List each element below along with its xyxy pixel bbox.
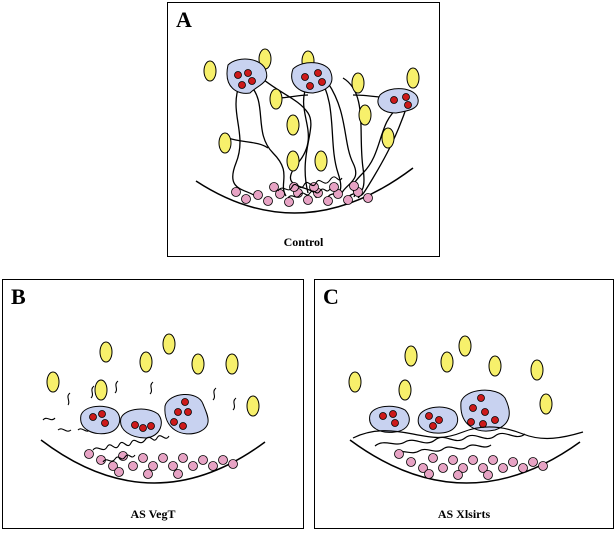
panel-b: B AS VegT — [2, 279, 304, 529]
red-dots — [89, 398, 192, 432]
pink-granules — [84, 449, 238, 479]
yellow-granules — [348, 335, 553, 415]
panel-a-illustration — [195, 48, 420, 214]
panel-a-letter: A — [176, 7, 192, 32]
panel-a: A Control — [167, 2, 440, 257]
panel-c-caption: AS Xlsirts — [437, 507, 491, 521]
cortex-arc — [195, 167, 414, 214]
panel-b-caption: AS VegT — [130, 507, 176, 521]
yellow-granules — [203, 48, 420, 172]
cortex-arc — [349, 439, 581, 484]
pink-granules — [231, 181, 373, 207]
red-dots — [234, 69, 412, 109]
cortex-arc — [40, 439, 266, 484]
cortical-tangles — [277, 176, 343, 199]
panel-b-letter: B — [11, 284, 26, 309]
panel-c: C AS Xlsirts — [314, 279, 614, 529]
germ-plasm-islands — [226, 58, 419, 114]
cortical-tangles — [92, 435, 170, 463]
short-filaments — [42, 380, 237, 432]
red-dots — [379, 394, 499, 430]
panel-c-illustration — [348, 335, 584, 484]
pink-granules — [394, 449, 548, 480]
cortical-network — [352, 426, 584, 455]
panel-a-caption: Control — [283, 235, 324, 249]
panel-b-illustration — [40, 333, 266, 484]
panel-c-letter: C — [323, 284, 339, 309]
yellow-granules — [46, 333, 260, 417]
